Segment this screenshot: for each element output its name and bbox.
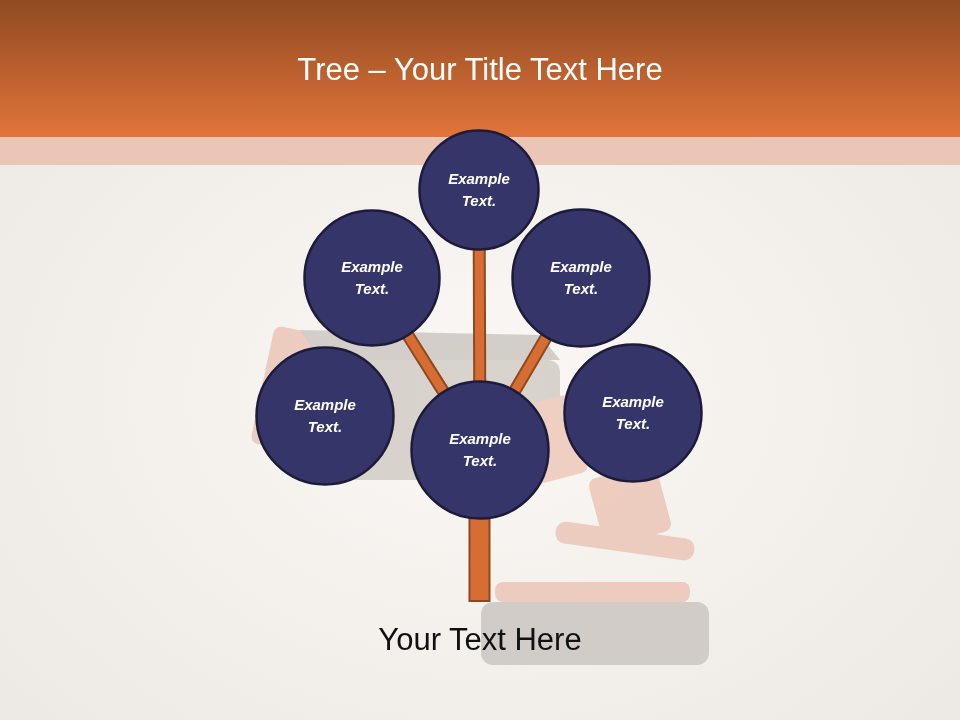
circle-shape [257,348,394,485]
circle-shape [565,345,702,482]
text-box: Example Text. [441,428,519,473]
text-box: Example Text. [286,394,364,439]
slide-caption: Your Text Here [20,622,940,658]
circle-node: Example Text. [255,346,395,486]
node-label: Example Text. [542,256,620,301]
circle-node: Example Text. [511,208,651,348]
circle-shape [513,210,650,347]
branch-outline [515,338,546,391]
circle-node: Example Text. [418,129,540,251]
tree-trunk [470,515,490,601]
circle-outline [410,380,550,520]
circle-shape [412,382,549,519]
node-label: Example Text. [441,428,519,473]
slide-title: Tree – Your Title Text Here [20,52,940,88]
tree-branch [475,250,485,381]
circle-outline [563,343,703,483]
circle-outline [303,209,441,347]
circle-outline [255,346,395,486]
node-label: Example Text. [333,256,411,301]
circle-outline [418,129,540,251]
circle-outline [511,208,651,348]
branch-outline [473,250,487,381]
circle-shape [420,131,539,250]
circle-node: Example Text. [410,380,550,520]
title-band [0,0,960,137]
text-box: Example Text. [440,168,518,213]
text-box: Example Text. [542,256,620,301]
node-label: Example Text. [440,168,518,213]
node-label: Example Text. [286,394,364,439]
text-box: Example Text. [333,256,411,301]
tree-branch [515,338,546,391]
tree-branch [408,336,443,392]
branch-outline [408,336,443,392]
circle-node: Example Text. [303,209,441,347]
text-box: Example Text. [594,391,672,436]
node-label: Example Text. [594,391,672,436]
circle-shape [305,211,440,346]
circle-node: Example Text. [563,343,703,483]
